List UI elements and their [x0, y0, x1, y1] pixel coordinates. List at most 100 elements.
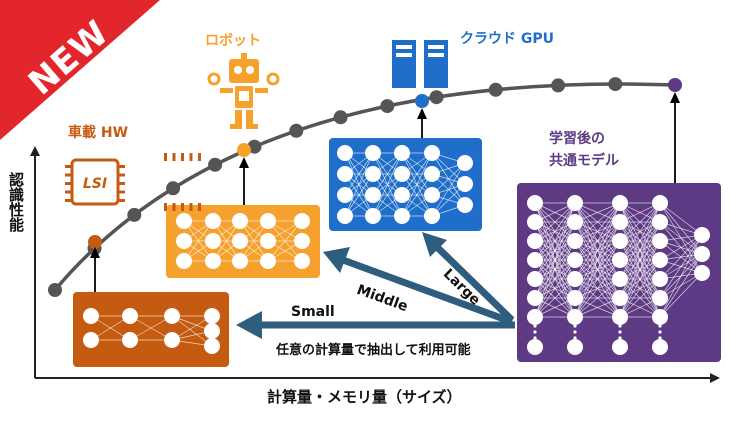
curve-dot [166, 181, 181, 196]
neuron [176, 253, 192, 269]
x-axis-label: 計算量・メモリ量（サイズ） [267, 388, 462, 406]
curve-dot [247, 139, 262, 154]
neuron [204, 323, 220, 339]
neuron [204, 338, 220, 354]
chip-text: LSI [83, 176, 107, 192]
neuron [612, 290, 628, 306]
middle-arrow-head [323, 247, 350, 273]
lsi-chip-icon: LSI [65, 153, 201, 211]
curve-dot [289, 123, 304, 138]
neuron [652, 252, 668, 268]
middle-arrow-shaft [341, 256, 514, 326]
hw-label: 車載 HW [68, 125, 129, 141]
neuron [337, 145, 353, 161]
neuron [365, 145, 381, 161]
neuron [232, 233, 248, 249]
neuron [394, 187, 410, 203]
neuron [122, 308, 138, 324]
neuron [457, 197, 473, 213]
neuron [337, 166, 353, 182]
small-arrow-label: Small [291, 304, 335, 320]
neuron [204, 308, 220, 324]
robot-icon [207, 53, 280, 129]
neuron [176, 233, 192, 249]
neuron [232, 213, 248, 229]
neuron [527, 214, 543, 230]
large-arrow-head [422, 232, 447, 257]
neuron [394, 166, 410, 182]
curve-dot [380, 99, 395, 114]
neuron [260, 233, 276, 249]
hw-point [88, 235, 102, 249]
curve-dot [608, 77, 623, 92]
neuron [652, 290, 668, 306]
neuron [694, 265, 710, 281]
curve-dot [429, 90, 444, 105]
curve-dot [48, 283, 62, 297]
neuron [164, 332, 180, 348]
neuron [122, 332, 138, 348]
neuron [394, 145, 410, 161]
common-point [668, 78, 682, 92]
neuron [527, 271, 543, 287]
common-network [517, 183, 721, 362]
neuron [457, 155, 473, 171]
neuron [527, 309, 543, 325]
neuron [612, 339, 628, 355]
curve-dot [127, 207, 142, 222]
neuron [294, 213, 310, 229]
common-label-line2: 共通モデル [549, 153, 619, 169]
neuron [612, 233, 628, 249]
neuron [164, 308, 180, 324]
neuron [527, 195, 543, 211]
neuron [424, 187, 440, 203]
neuron [83, 308, 99, 324]
neuron [612, 309, 628, 325]
neuron [567, 214, 583, 230]
neuron [260, 253, 276, 269]
neuron [652, 233, 668, 249]
neuron [205, 233, 221, 249]
curve-dot [488, 82, 503, 97]
large-network [329, 138, 482, 231]
netSmall-box [73, 292, 229, 367]
neuron [527, 233, 543, 249]
neuron [652, 271, 668, 287]
neuron [567, 309, 583, 325]
neuron [337, 187, 353, 203]
neuron [527, 290, 543, 306]
robot-point [237, 143, 251, 157]
neuron [612, 195, 628, 211]
neuron [694, 246, 710, 262]
neuron [612, 271, 628, 287]
neuron [232, 253, 248, 269]
extraction-note: 任意の計算量で抽出して利用可能 [276, 343, 471, 358]
neuron [694, 227, 710, 243]
y-axis-label: 認識性能 [7, 172, 25, 232]
neuron [652, 339, 668, 355]
neuron [424, 208, 440, 224]
neuron [567, 271, 583, 287]
neuron [205, 213, 221, 229]
cloud-label: クラウド GPU [460, 31, 554, 47]
common-label-line1: 学習後の [549, 131, 605, 147]
neuron [612, 214, 628, 230]
neuron [652, 214, 668, 230]
neuron [260, 213, 276, 229]
neuron [394, 208, 410, 224]
neuron [424, 145, 440, 161]
neuron [612, 252, 628, 268]
extraction-arrows [236, 232, 515, 339]
neuron [365, 208, 381, 224]
neuron [457, 176, 473, 192]
neuron [365, 187, 381, 203]
neuron [83, 332, 99, 348]
neuron [652, 309, 668, 325]
middle-network [166, 205, 320, 278]
neuron [337, 208, 353, 224]
curve-dot [208, 157, 223, 172]
neuron [567, 290, 583, 306]
neuron [652, 195, 668, 211]
